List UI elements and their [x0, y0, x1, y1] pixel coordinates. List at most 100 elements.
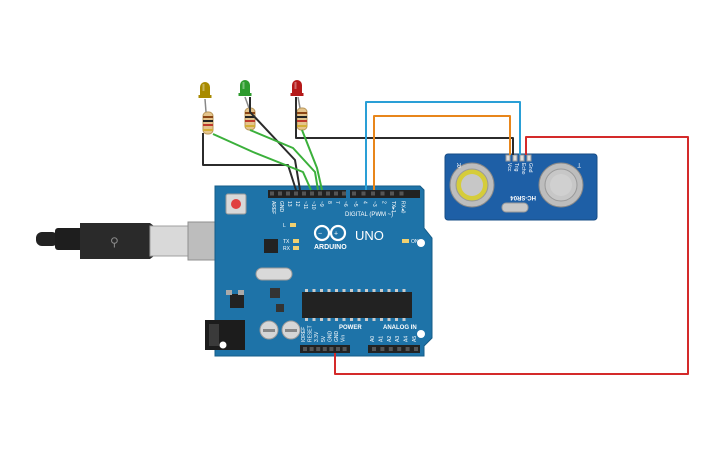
sensor-pin[interactable] [505, 154, 511, 162]
power-pin-label: GND [327, 331, 333, 343]
sensor-pin-label: Vcc [506, 163, 512, 172]
power-pin-label: Vin [341, 335, 347, 342]
usb-cable-tail [36, 232, 58, 246]
analog-pin[interactable] [388, 347, 393, 351]
digital-pin[interactable] [342, 191, 346, 196]
digital-pin-label: ~3 [371, 201, 377, 207]
sensor-pin[interactable] [512, 154, 518, 162]
resistor-1 [202, 111, 214, 135]
wire-green-1[interactable] [212, 133, 312, 191]
usb-icon: ⚲ [110, 235, 119, 249]
digital-pin[interactable] [310, 191, 314, 196]
chip-pin [357, 289, 361, 292]
digital-pin[interactable] [399, 191, 404, 196]
analog-pin-label: A3 [395, 336, 401, 342]
brand-text: ARDUINO [314, 244, 347, 251]
digital-pin[interactable] [318, 191, 322, 196]
chip-pin [350, 289, 353, 292]
digital-pin-label: AREF [270, 201, 276, 214]
usb-cable-boot [55, 228, 83, 250]
digital-pin[interactable] [352, 191, 356, 196]
chip-pin [402, 318, 406, 321]
digital-pin-label: GND [278, 201, 284, 213]
chip-pin [395, 318, 398, 321]
digital-pin[interactable] [361, 191, 366, 196]
sensor-pin[interactable] [519, 154, 525, 162]
power-pin[interactable] [303, 347, 307, 351]
wire-orange[interactable] [373, 115, 511, 190]
wire-red[interactable] [334, 136, 689, 375]
led-body [292, 80, 302, 94]
power-pin[interactable] [342, 347, 347, 351]
power-label: POWER [339, 325, 362, 331]
wire-green-2[interactable] [249, 129, 319, 191]
digital-pin-label: ~6 [342, 201, 348, 207]
digital-pin[interactable] [270, 191, 274, 196]
sensor-mark-left: R [456, 161, 461, 167]
led-green[interactable] [238, 80, 252, 96]
analog-pin[interactable] [380, 347, 385, 351]
analog-pin-label: A4 [404, 336, 410, 342]
reset-button-cap[interactable] [231, 199, 241, 209]
analog-pin[interactable] [414, 347, 418, 351]
led-leg [244, 96, 250, 109]
chip-pin [320, 318, 323, 321]
power-pin[interactable] [316, 347, 321, 351]
wire-blue[interactable] [365, 101, 521, 190]
power-pin[interactable] [309, 347, 314, 351]
wire-green-3[interactable] [301, 129, 323, 191]
led-on [402, 239, 409, 243]
logo-plus-icon: + [334, 231, 338, 238]
led-body [200, 82, 210, 96]
digital-pin[interactable] [286, 191, 290, 196]
power-pin[interactable] [322, 347, 327, 351]
digital-pin[interactable] [294, 191, 298, 196]
arduino-logo: − + [313, 224, 347, 242]
analog-pin[interactable] [397, 347, 402, 351]
digital-pin-label: 8 [326, 201, 332, 204]
analog-pin[interactable] [405, 347, 410, 351]
digital-pin[interactable] [371, 191, 375, 196]
digital-pin-label: ~11 [302, 201, 308, 209]
digital-label: DIGITAL (PWM ~) [345, 212, 393, 218]
resistor-3 [296, 107, 308, 131]
sensor-model: HC-SR04 [510, 194, 536, 200]
mounting-hole [417, 239, 425, 247]
led-yellow[interactable] [198, 82, 212, 98]
digital-pin-label: 12 [294, 201, 300, 207]
digital-pin[interactable] [334, 191, 338, 196]
sensor-pin-label: Echo [520, 163, 526, 175]
digital-pin[interactable] [302, 191, 306, 196]
digital-pin[interactable] [278, 191, 282, 196]
digital-pin[interactable] [326, 191, 330, 196]
power-pin[interactable] [336, 347, 340, 351]
wire-black-2[interactable] [249, 97, 301, 191]
led-red[interactable] [290, 80, 304, 96]
digital-pin-label: RX◂0 [400, 201, 406, 213]
power-pin-label: 5V [321, 335, 327, 342]
digital-pin-label: 4 [362, 201, 368, 204]
digital-pin[interactable] [390, 191, 394, 196]
led-leg [204, 98, 207, 113]
sensor-mark-right: T [577, 161, 581, 167]
led-rim [198, 95, 212, 98]
chip-pin [335, 318, 338, 321]
digital-pin-label: ~5 [352, 201, 358, 207]
wire-black-1[interactable] [202, 133, 297, 191]
analog-pin[interactable] [372, 347, 376, 351]
led-rx [293, 246, 299, 250]
wire-black-3[interactable] [295, 97, 514, 155]
digital-pin[interactable] [380, 191, 385, 196]
power-pin[interactable] [329, 347, 334, 351]
led-rim [238, 93, 252, 96]
led-tx [293, 239, 299, 243]
sensor-pin[interactable] [526, 154, 532, 162]
led-rx-label: RX [283, 246, 291, 252]
chip-pin [305, 289, 308, 292]
